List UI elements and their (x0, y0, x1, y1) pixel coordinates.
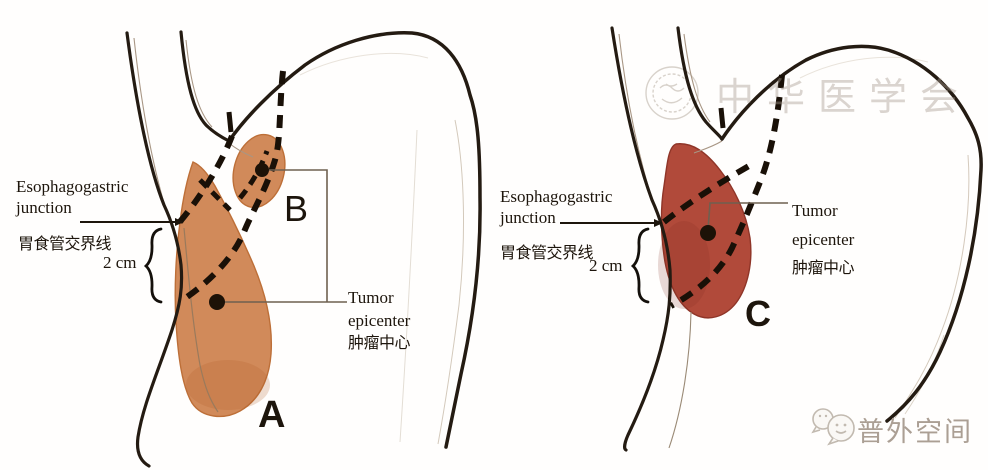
left-2cm-label: 2 cm (103, 253, 137, 272)
left-epicenter-label-cn: 肿瘤中心 (348, 335, 411, 352)
left-esophagus-left-wall (125, 31, 184, 468)
right-egj-arrowhead (654, 219, 663, 227)
right-egj-label-line2: junction (500, 208, 556, 227)
right-notch-tick (718, 107, 726, 129)
tumor-a (174, 161, 273, 418)
left-2cm-brace (143, 227, 163, 304)
left-epicenter-label-line2: epicenter (348, 311, 411, 330)
left-egj-label-cn: 胃食管交界线 (18, 236, 112, 253)
wechat-bubbles-icon (811, 408, 855, 446)
right-egj-pointer (560, 219, 663, 227)
left-esophagus-right-wall (179, 30, 231, 143)
left-organ-outline (125, 30, 482, 468)
tumor-a-epicenter-dot (209, 294, 225, 310)
right-stomach-outline (720, 44, 983, 423)
left-stomach-outline (227, 31, 482, 449)
tumor-a-shading (186, 360, 270, 410)
right-epicenter-connector (707, 202, 788, 231)
left-egj-arrowhead (175, 218, 184, 226)
left-egj-label: Esophagogastric junction (16, 176, 128, 218)
tumor-a-letter: A (258, 394, 286, 436)
right-egj-dashed-line (662, 159, 758, 225)
brand-watermark-text: 普外空间 (857, 417, 973, 447)
right-wall-below-tumor (668, 311, 692, 449)
left-egj-label-line1: Esophagogastric (16, 177, 129, 196)
right-epicenter-label-line2: epicenter (792, 230, 855, 249)
left-epicenter-label: Tumor epicenter 肿瘤中心 (348, 286, 411, 355)
right-egj-label-line1: Esophagogastric (500, 187, 613, 206)
left-tumor-a-dashes (198, 178, 232, 212)
right-2cm-brace (630, 227, 650, 304)
right-egj-label-cn: 胃食管交界线 (500, 245, 594, 262)
left-egj-dashed-line (175, 134, 235, 226)
tumor-b-letter: B (284, 188, 309, 229)
left-wall-through-tumor (183, 227, 219, 413)
right-cardia-dashed-line (669, 74, 785, 309)
right-panel-anatomy (560, 26, 983, 452)
left-panel-anatomy (80, 30, 482, 468)
left-egj-label-line2: junction (16, 198, 72, 217)
left-egj-pointer (80, 218, 184, 226)
right-egj-label: Esophagogastric junction (500, 186, 612, 228)
tumor-b-epicenter-dot (255, 163, 269, 177)
right-organ-outline (610, 26, 983, 452)
right-esophagus-left-wall (610, 26, 672, 452)
tumor-c-letter: C (745, 293, 771, 334)
left-epicenter-label-line1: Tumor (348, 288, 394, 307)
left-notch-tick (226, 111, 234, 133)
left-tumor-b-dashes (238, 150, 270, 200)
tumor-c-epicenter-dot (700, 225, 716, 241)
society-watermark-text: 中华医学会 (716, 77, 972, 119)
left-epicenter-connectors (222, 169, 347, 303)
left-cardia-dashed-line (182, 70, 286, 302)
left-stomach-inner-lines (299, 53, 465, 445)
left-dashed-lines (175, 70, 286, 302)
right-2cm-label: 2 cm (589, 256, 623, 275)
right-dashed-lines (662, 74, 785, 309)
right-esophagus-right-wall (676, 26, 724, 141)
right-epicenter-label-cn: 肿瘤中心 (792, 260, 855, 277)
right-epicenter-label-line1: Tumor (792, 201, 838, 220)
right-epicenter-label: Tumor epicenter 肿瘤中心 (792, 196, 855, 283)
